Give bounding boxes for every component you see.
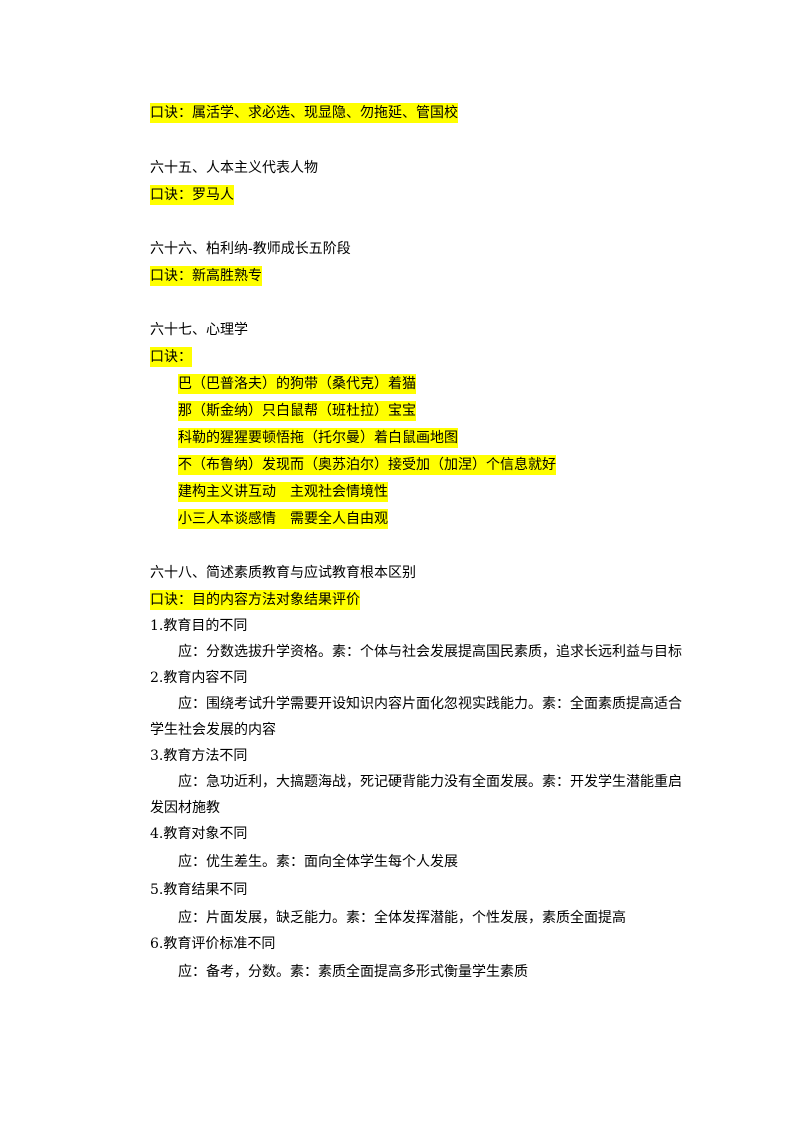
mnemonic-66: 口诀：新高胜熟专: [150, 266, 262, 286]
section-title-65: 六十五、人本主义代表人物: [150, 160, 318, 176]
difference-item-body: 应：分数选拔升学资格。素：个体与社会发展提高国民素质，追求长远利益与目标: [178, 644, 682, 660]
mnemonic-67-line: 巴（巴普洛夫）的狗带（桑代克）着猫: [178, 374, 416, 394]
section-title-68: 六十八、简述素质教育与应试教育根本区别: [150, 565, 416, 581]
section-title-67: 六十七、心理学: [150, 322, 248, 338]
difference-item-body: 应：急功近利，大搞题海战，死记硬背能力没有全面发展。素：开发学生潜能重启发因材施…: [150, 774, 682, 816]
difference-item-heading: 5.教育结果不同: [150, 882, 248, 898]
mnemonic-64: 口诀：属活学、求必选、现显隐、勿拖延、管国校: [150, 103, 458, 123]
difference-item-body: 应：备考，分数。素：素质全面提高多形式衡量学生素质: [178, 964, 528, 980]
difference-item-heading: 6.教育评价标准不同: [150, 936, 276, 952]
section-title-66: 六十六、柏利纳-教师成长五阶段: [150, 241, 351, 257]
difference-item-body: 应：片面发展，缺乏能力。素：全体发挥潜能，个性发展，素质全面提高: [178, 910, 626, 926]
mnemonic-67-line: 小三人本谈感情 需要全人自由观: [178, 509, 388, 529]
mnemonic-67-label: 口诀：: [150, 347, 192, 367]
mnemonic-65: 口诀：罗马人: [150, 185, 234, 205]
mnemonic-67-line: 那（斯金纳）只白鼠帮（班杜拉）宝宝: [178, 401, 416, 421]
difference-item-heading: 3.教育方法不同: [150, 748, 248, 764]
difference-item-body: 应：围绕考试升学需要开设知识内容片面化忽视实践能力。素：全面素质提高适合学生社会…: [150, 696, 682, 738]
difference-item-heading: 2.教育内容不同: [150, 670, 248, 686]
mnemonic-67-line: 建构主义讲互动 主观社会情境性: [178, 482, 388, 502]
difference-item-body: 应：优生差生。素：面向全体学生每个人发展: [178, 854, 458, 870]
mnemonic-67-line: 科勒的猩猩要顿悟拖（托尔曼）着白鼠画地图: [178, 428, 458, 448]
difference-item-heading: 1.教育目的不同: [150, 618, 248, 634]
mnemonic-67-line: 不（布鲁纳）发现而（奥苏泊尔）接受加（加涅）个信息就好: [178, 455, 556, 475]
mnemonic-68: 口诀：目的内容方法对象结果评价: [150, 590, 360, 610]
difference-item-heading: 4.教育对象不同: [150, 826, 248, 842]
